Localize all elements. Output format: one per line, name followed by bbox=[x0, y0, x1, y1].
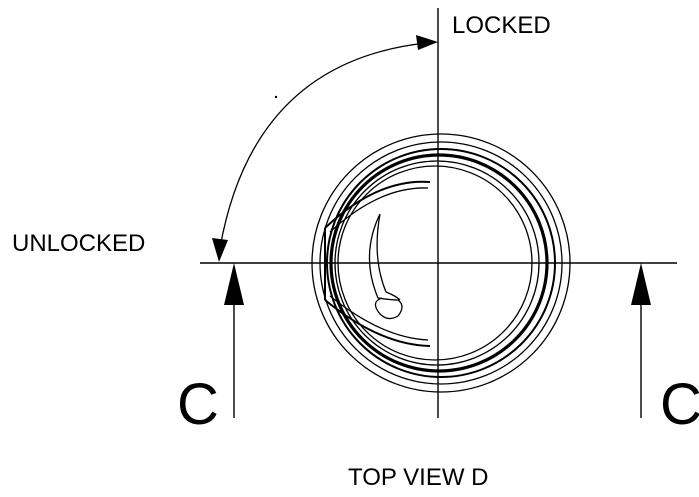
section-right-arrowhead bbox=[631, 263, 651, 305]
section-marker-right bbox=[631, 263, 651, 418]
view-title: TOP VIEW D bbox=[348, 464, 488, 491]
unlocked-label: UNLOCKED bbox=[12, 230, 145, 257]
locked-label: LOCKED bbox=[452, 12, 551, 39]
unlocked-arrowhead bbox=[212, 238, 228, 262]
rotation-arc-arrow bbox=[212, 35, 438, 262]
lock-body-rings bbox=[311, 133, 571, 393]
cam-lens-inner bbox=[329, 187, 429, 341]
locked-arrowhead bbox=[416, 35, 438, 50]
section-label-right: C bbox=[660, 372, 699, 437]
section-label-left: C bbox=[177, 372, 219, 437]
section-marker-left bbox=[224, 263, 244, 418]
crescent-slot bbox=[368, 213, 403, 320]
cam-lens-outline bbox=[324, 180, 431, 347]
section-left-arrowhead bbox=[224, 263, 244, 305]
